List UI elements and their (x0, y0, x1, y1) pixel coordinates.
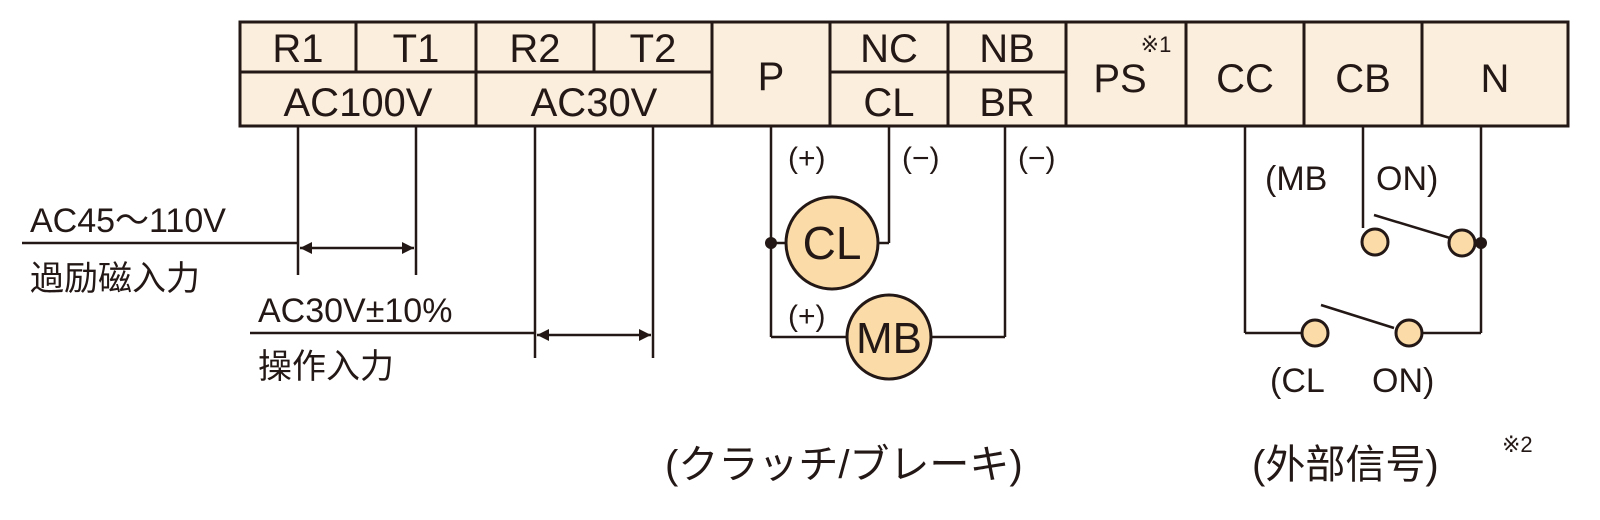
mb-on-label-close: ON) (1376, 160, 1438, 198)
clutch-coil-label: CL (803, 217, 862, 269)
terminal-block (238, 20, 1570, 128)
terminal-cl: CL (863, 81, 914, 125)
overexcite-voltage: AC45〜110V (30, 202, 226, 240)
clutch-plus-label: (+) (788, 142, 826, 175)
terminal-t2: T2 (630, 27, 677, 71)
cl-on-label-close: ON) (1372, 362, 1434, 400)
overexcite-label: 過励磁入力 (30, 260, 200, 298)
terminal-br: BR (979, 81, 1035, 125)
terminal-nc: NC (860, 27, 918, 71)
ac100v-label: AC100V (284, 81, 433, 125)
terminal-n: N (1481, 57, 1510, 101)
junction-dot-n (1475, 237, 1487, 249)
clutch-coil (784, 195, 880, 291)
operation-voltage: AC30V±10% (258, 292, 452, 330)
terminal-r2: R2 (509, 27, 560, 71)
mb-on-switch-contact-right (1447, 228, 1477, 258)
ps-note-mark: ※1 (1141, 32, 1172, 57)
brake-coil (845, 293, 933, 381)
terminal-t1: T1 (393, 27, 440, 71)
external-signal-caption: (外部信号) (1252, 443, 1439, 487)
terminal-p: P (758, 55, 785, 99)
cl-on-label-open: (CL (1270, 362, 1325, 400)
mb-on-label-open: (MB (1265, 160, 1327, 198)
terminal-ps: PS (1093, 57, 1146, 101)
external-note-mark: ※2 (1502, 432, 1533, 457)
cl-on-switch-contact-right (1394, 318, 1424, 348)
terminal-cc: CC (1216, 57, 1274, 101)
input-wires (22, 126, 655, 358)
brake-minus-label: (−) (1018, 142, 1056, 175)
ac30v-label: AC30V (531, 81, 658, 125)
clutch-minus-label: (−) (902, 142, 940, 175)
operation-label: 操作入力 (258, 348, 394, 386)
clutch-brake-wires (769, 126, 1007, 339)
mb-on-switch-contact-left (1360, 227, 1390, 257)
brake-plus-label: (+) (788, 300, 826, 333)
terminal-nb: NB (979, 27, 1035, 71)
clutch-brake-caption: (クラッチ/ブレーキ) (665, 443, 1023, 487)
junction-dot (765, 237, 777, 249)
cl-on-switch-contact-left (1300, 318, 1330, 348)
external-signal-wires (1243, 126, 1483, 335)
brake-coil-label: MB (856, 314, 922, 363)
terminal-cb: CB (1335, 57, 1391, 101)
terminal-r1: R1 (272, 27, 323, 71)
